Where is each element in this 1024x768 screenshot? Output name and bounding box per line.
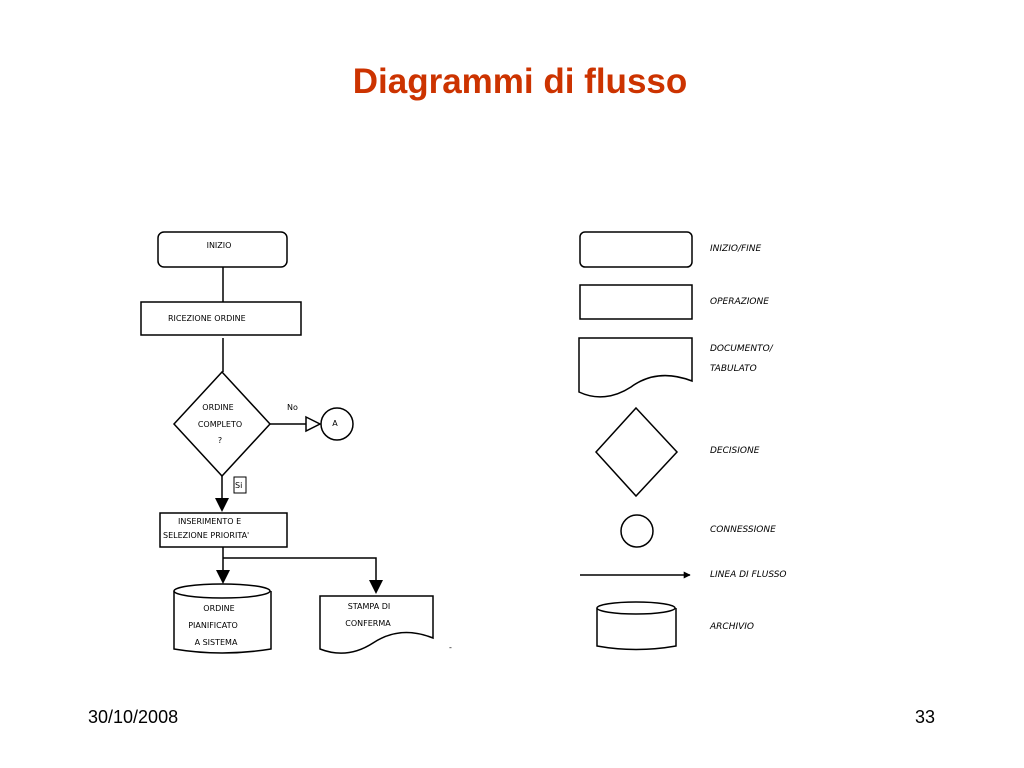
insert-operation [159, 512, 288, 548]
print-document [319, 595, 434, 654]
legend-document-label-2: TABULATO [710, 364, 757, 374]
no-label: No [287, 403, 298, 412]
no-arrowhead [305, 415, 322, 433]
archive-text-3: A SISTEMA [195, 638, 238, 647]
page-number: 33 [915, 707, 936, 727]
archive-text-1: ORDINE [203, 604, 234, 613]
legend-operation-label: OPERAZIONE [710, 297, 769, 307]
legend-operation-shape [579, 284, 693, 320]
print-text-1: STAMPA DI [348, 602, 391, 611]
legend-document-label-1: DOCUMENTO/ [710, 344, 774, 354]
legend-start-end-label: INIZIO/FINE [710, 244, 762, 254]
legend-archive-label: ARCHIVIO [709, 622, 754, 632]
legend-decision-label: DECISIONE [710, 446, 760, 456]
legend-connection-shape [620, 514, 654, 548]
legend-labels: INIZIO/FINE OPERAZIONE DOCUMENTO/ TABULA… [709, 244, 787, 632]
decision-text-3: ? [218, 436, 222, 445]
legend-terminator-shape [579, 231, 693, 268]
legend-connection-label: CONNESSIONE [710, 525, 776, 535]
receive-operation [140, 301, 302, 336]
yes-label: Si [235, 481, 242, 490]
decision-text-1: ORDINE [202, 403, 233, 412]
archive-cylinder-top [173, 583, 271, 599]
legend-flow-line-label: LINEA DI FLUSSO [710, 570, 787, 580]
start-text: INIZIO [207, 241, 232, 250]
receive-text: RICEZIONE ORDINE [168, 314, 246, 323]
print-text-2: CONFERMA [345, 619, 391, 628]
legend [578, 231, 693, 651]
legend-document-shape [578, 337, 693, 398]
yes-arrowhead[interactable] [215, 498, 229, 512]
archive-arrowhead [216, 570, 230, 584]
legend-archive-top [596, 601, 676, 615]
legend-decision-shape [594, 406, 679, 498]
flow-line-insert-print [223, 557, 377, 580]
insert-text-2: SELEZIONE PRIORITA' [163, 531, 249, 540]
dash-mark: - [449, 643, 452, 652]
yes-label-box [233, 476, 247, 494]
flowchart [140, 231, 434, 654]
connector-a [320, 407, 354, 441]
slide-title: Diagrammi di flusso [352, 62, 688, 101]
legend-archive-shape [596, 608, 677, 651]
archive-cylinder [173, 591, 272, 654]
flowchart-labels: INIZIO RICEZIONE ORDINE ORDINE COMPLETO … [163, 241, 452, 652]
connector-text: A [332, 419, 338, 428]
insert-text-1: INSERIMENTO E [178, 517, 241, 526]
print-arrowhead [369, 580, 383, 594]
slide-date: 30/10/2008 [88, 707, 179, 727]
decision-text-2: COMPLETO [198, 420, 242, 429]
archive-text-2: PIANIFICATO [188, 621, 238, 630]
